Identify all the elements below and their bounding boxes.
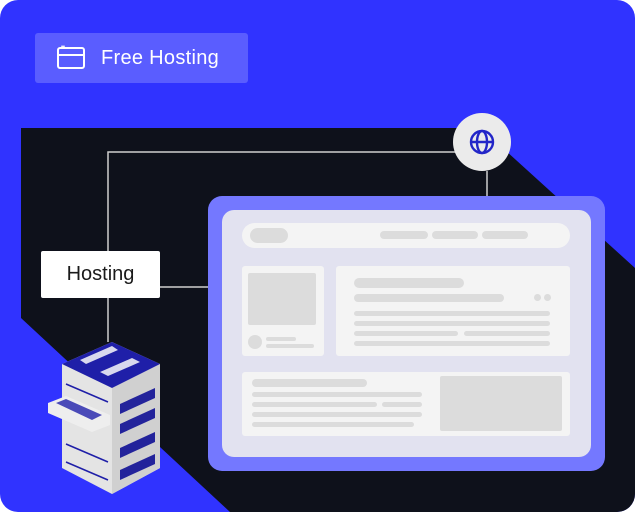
mock-bottom-card (242, 372, 570, 436)
mock-text-line (252, 412, 422, 417)
mock-text-line (382, 402, 422, 407)
mock-text-line (266, 337, 296, 341)
mock-text-line (354, 311, 550, 316)
mock-image-card (242, 266, 324, 356)
mock-nav-link-placeholder (482, 231, 528, 239)
mock-text-line (266, 344, 314, 348)
mock-text-line (252, 402, 377, 407)
mock-subheading-line (354, 294, 504, 302)
mock-text-line (252, 422, 414, 427)
mock-text-line (354, 341, 550, 346)
website-mockup-window (208, 196, 605, 471)
hosting-label-box: Hosting (41, 251, 160, 298)
mock-text-card (336, 266, 570, 356)
mock-nav-link-placeholder (432, 231, 478, 239)
globe-node (453, 113, 511, 171)
mock-text-line (252, 392, 422, 397)
hosting-label: Hosting (66, 263, 135, 285)
mock-dot (544, 294, 551, 301)
server-rack-icon (48, 342, 160, 494)
mock-heading-line (354, 278, 464, 288)
free-hosting-badge: Free Hosting (35, 33, 248, 83)
mock-text-line (354, 321, 550, 326)
mock-image-placeholder (440, 376, 562, 431)
globe-icon (469, 129, 495, 155)
mock-navbar (242, 223, 570, 248)
mock-heading-line (252, 379, 367, 387)
mock-nav-link-placeholder (380, 231, 428, 239)
website-mockup-content (222, 210, 591, 457)
mock-logo-placeholder (250, 228, 288, 243)
browser-window-icon (57, 44, 85, 69)
mock-image-placeholder (248, 273, 316, 325)
badge-label: Free Hosting (101, 46, 220, 69)
mock-text-line (354, 331, 458, 336)
mock-dot (534, 294, 541, 301)
mock-text-line (464, 331, 550, 336)
connector-top (107, 151, 482, 251)
mock-avatar-placeholder (248, 335, 262, 349)
